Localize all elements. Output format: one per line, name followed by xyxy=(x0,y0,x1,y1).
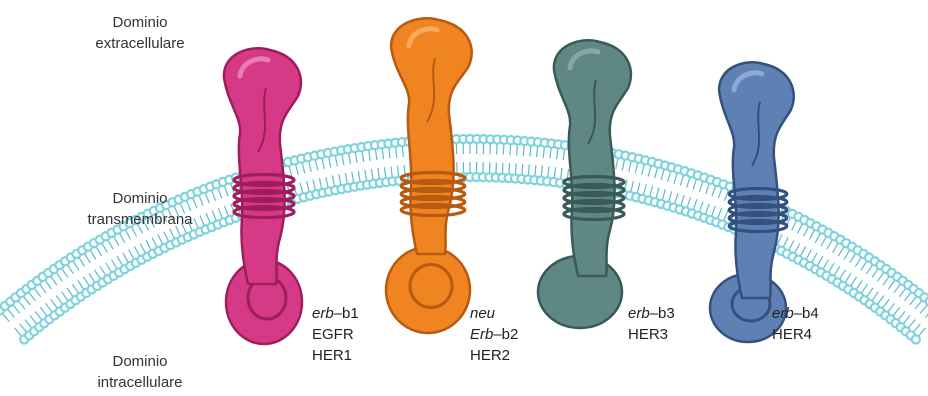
receptor-label-part: HER1 xyxy=(312,347,352,364)
receptor-label-part: –b3 xyxy=(650,305,675,322)
receptor-label-line: HER4 xyxy=(772,324,819,345)
receptor-label-part: Erb xyxy=(470,326,493,343)
receptor-label-part: –b1 xyxy=(334,305,359,322)
receptor-label-part: neu xyxy=(470,305,495,322)
receptor-label-part: erb xyxy=(772,305,794,322)
receptor-label-line: erb–b1 xyxy=(312,303,359,324)
receptor-her4 xyxy=(710,62,794,342)
receptor-label-line: HER2 xyxy=(470,345,518,366)
extracellular-domain-label: Dominio extracellulare xyxy=(45,12,235,54)
intracellular-domain-label: Dominio intracellulare xyxy=(45,351,235,393)
receptor-label-line: erb–b3 xyxy=(628,303,675,324)
receptor-label-part: –b4 xyxy=(794,305,819,322)
receptor-label-line: erb–b4 xyxy=(772,303,819,324)
receptor-label-line: HER3 xyxy=(628,324,675,345)
receptor-label-part: HER3 xyxy=(628,326,668,343)
receptor-label-part: erb xyxy=(628,305,650,322)
receptor-body xyxy=(719,62,794,298)
transmembrane-domain-label: Dominio transmembrana xyxy=(45,188,235,230)
kinase-domain xyxy=(386,247,470,333)
receptor-label-line: EGFR xyxy=(312,324,359,345)
receptor-label-line: HER1 xyxy=(312,345,359,366)
receptor-label-line: Erb–b2 xyxy=(470,324,518,345)
receptor-label-part: –b2 xyxy=(493,326,518,343)
receptor-label-part: EGFR xyxy=(312,326,354,343)
lipid-head xyxy=(912,335,920,343)
receptor-label-part: erb xyxy=(312,305,334,322)
receptor-label-part: HER2 xyxy=(470,347,510,364)
receptor-label-part: HER4 xyxy=(772,326,812,343)
receptor-label-line: neu xyxy=(470,303,518,324)
